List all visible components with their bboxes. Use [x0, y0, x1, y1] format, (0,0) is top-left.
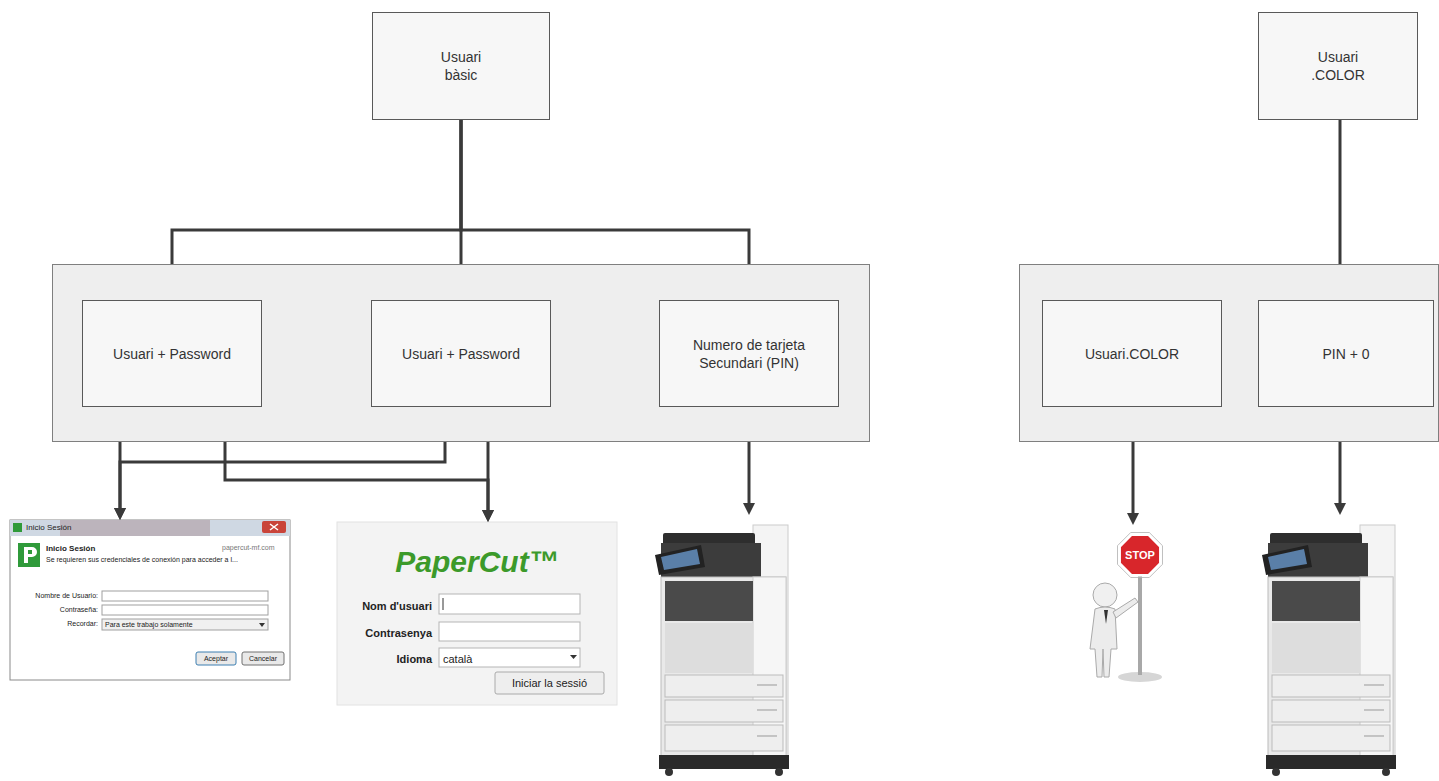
ui-text: Contraseña:: [10, 605, 98, 615]
ui-text: Inicio Sesión: [46, 543, 95, 554]
ui-text: Nom d'usuari: [337, 599, 432, 613]
stop-figure: STOP: [1080, 525, 1190, 685]
ui-text: Idioma: [337, 652, 432, 666]
credential-box: Usuari + Password: [371, 300, 551, 407]
arrow-head: [743, 503, 755, 515]
box-label: Usuari + Password: [402, 345, 520, 363]
box-label: Usuari bàsic: [426, 48, 496, 84]
box-label: Usuari + Password: [113, 345, 231, 363]
box-label: Usuari .COLOR: [1303, 48, 1373, 84]
printer: [653, 515, 793, 777]
arrow-head: [1334, 503, 1346, 515]
credential-box: Usuari + Password: [82, 300, 262, 407]
login-dialog: Inicio SesiónInicio Sesiónpapercut-mf.co…: [10, 520, 290, 680]
ui-text: Para este trabajo solamente: [105, 620, 193, 630]
ui-text: STOP: [1118, 548, 1162, 562]
arrow-head: [1127, 513, 1139, 525]
box-label: Usuari.COLOR: [1085, 345, 1179, 363]
printer: [1260, 515, 1400, 777]
group-panel: Usuari.COLOR PIN + 0: [1019, 264, 1439, 442]
ui-text: català: [443, 652, 472, 666]
stop-figure: [1090, 533, 1163, 683]
box-label: Numero de tarjeta Secundari (PIN): [684, 336, 814, 372]
ui-text: Inicio Sesión: [26, 522, 71, 533]
ui-text: Aceptar: [196, 653, 236, 664]
user-box: Usuari .COLOR: [1258, 12, 1418, 120]
arrow-head: [114, 508, 126, 520]
pin-box: Numero de tarjeta Secundari (PIN): [659, 300, 839, 407]
user-box: Usuari bàsic: [372, 12, 550, 120]
arrow-head: [482, 510, 494, 522]
printer-illustration: [655, 525, 789, 776]
ui-text: Nombre de Usuario:: [10, 591, 98, 601]
login-dialog-window: [10, 520, 290, 680]
denied-box: Usuari.COLOR: [1042, 300, 1222, 407]
arrow-head: [114, 508, 126, 520]
ui-text: PaperCut™: [337, 544, 617, 580]
ui-text: papercut-mf.com: [222, 543, 275, 553]
arrow-head: [482, 510, 494, 522]
papercut-web-login: [337, 522, 617, 705]
pin-box: PIN + 0: [1258, 300, 1434, 407]
printer-illustration: [1262, 525, 1396, 776]
ui-text: Se requieren sus credenciales de conexió…: [46, 555, 238, 565]
ui-text: Recordar:: [10, 619, 98, 629]
ui-text: Contrasenya: [337, 626, 432, 640]
box-label: PIN + 0: [1322, 345, 1369, 363]
ui-text: Iniciar la sessió: [495, 676, 604, 690]
group-panel: Usuari + Password Usuari + Password Numero…: [52, 264, 870, 442]
ui-text: Cancelar: [242, 653, 284, 664]
papercut-login: PaperCut™ Nom d'usuariContrasenyaIdioma ca…: [337, 522, 617, 705]
